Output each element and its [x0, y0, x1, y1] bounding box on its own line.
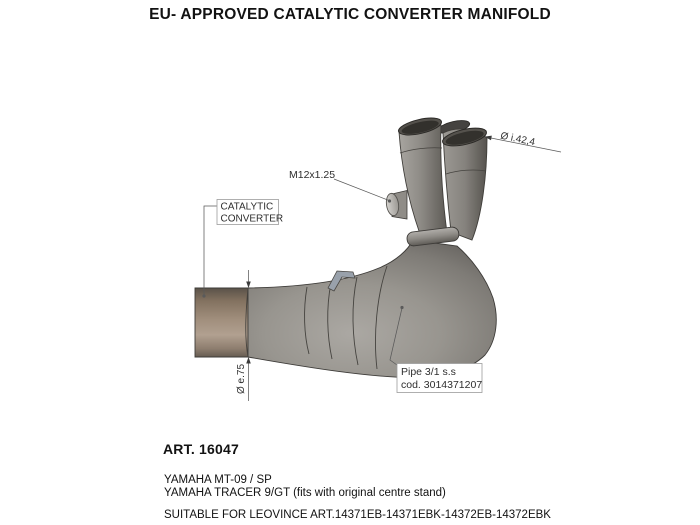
bracket-tab	[327, 270, 356, 292]
sensor-boss	[385, 189, 408, 220]
pipe-label-line1: Pipe 3/1 s.s	[401, 366, 456, 378]
catalytic-label-line1: CATALYTIC	[221, 202, 274, 213]
header-pipe-right-seam	[445, 169, 487, 175]
catalytic-label-line2: CONVERTER	[221, 214, 284, 225]
pipe-label-line2: cod. 3014371207	[401, 379, 482, 391]
weld-seam-lines	[245, 265, 388, 370]
model-line-1: YAMAHA MT-09 / SP	[164, 474, 272, 486]
pipe-label-box: Pipe 3/1 s.s cod. 3014371207	[396, 363, 483, 393]
header-pipe-left-opening	[398, 117, 442, 136]
header-pipe-left-seam	[399, 147, 443, 154]
model-line-2: YAMAHA TRACER 9/GT (fits with original c…	[164, 486, 446, 499]
catalytic-converter-body	[194, 287, 249, 358]
thread-leader-line	[333, 178, 392, 203]
catalytic-leader-line	[202, 205, 217, 298]
catalytic-label-box: CATALYTIC CONVERTER	[216, 199, 284, 225]
suitable-for-text: SUITABLE FOR LEOVINCE ART.14371EB-14371E…	[164, 509, 551, 521]
outer-diameter-label: Ø e.75	[236, 364, 247, 394]
page-title: EU- APPROVED CATALYTIC CONVERTER MANIFOL…	[149, 6, 551, 23]
outer-diameter-dimension: Ø e.75	[236, 270, 251, 401]
inner-diameter-label: Ø i.42,4	[499, 131, 536, 149]
thread-label: M12x1.25	[289, 169, 335, 181]
header-pipe-right-opening	[442, 127, 487, 147]
pipe-leader-line	[389, 305, 404, 366]
exhaust-pipe-bend	[247, 239, 497, 378]
model-list: YAMAHA MT-09 / SP YAMAHA TRACER 9/GT (fi…	[164, 474, 446, 499]
article-number: ART. 16047	[163, 441, 239, 457]
inner-diameter-dimension: Ø i.42,4	[484, 131, 562, 153]
collector-collar	[406, 226, 460, 247]
